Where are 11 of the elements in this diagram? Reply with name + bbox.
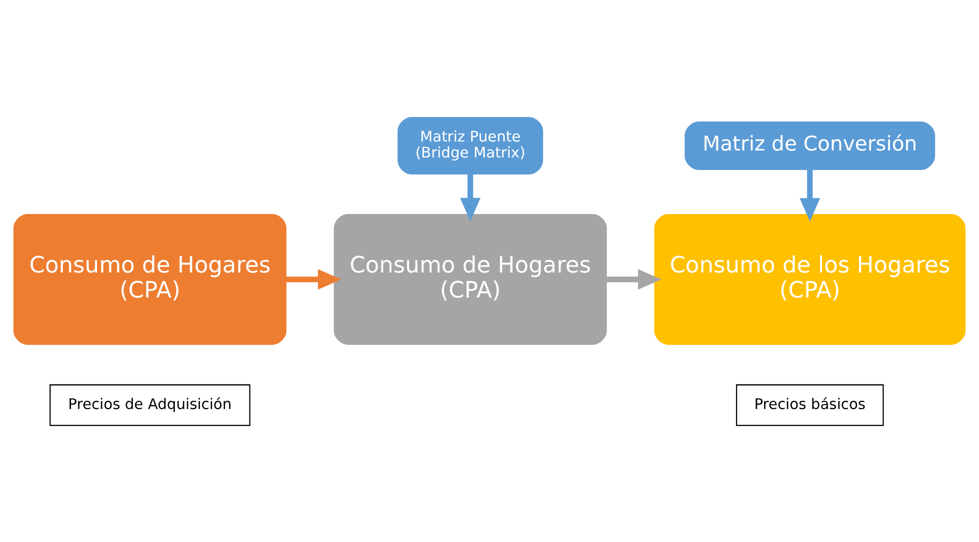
arrow	[286, 268, 342, 290]
node-box: Precios básicos	[736, 384, 884, 426]
arrow	[800, 168, 820, 221]
node-box: Matriz Puente (Bridge Matrix)	[398, 116, 544, 174]
node-box: Consumo de Hogares (CPA)	[13, 213, 286, 344]
node-box: Consumo de Hogares (CPA)	[334, 213, 607, 344]
arrow	[460, 174, 481, 221]
node-box: Precios de Adquisición	[50, 384, 250, 426]
node-box: Matriz de Conversión	[684, 120, 936, 170]
node-box: Consumo de los Hogares (CPA)	[654, 213, 966, 344]
arrow	[606, 268, 662, 290]
